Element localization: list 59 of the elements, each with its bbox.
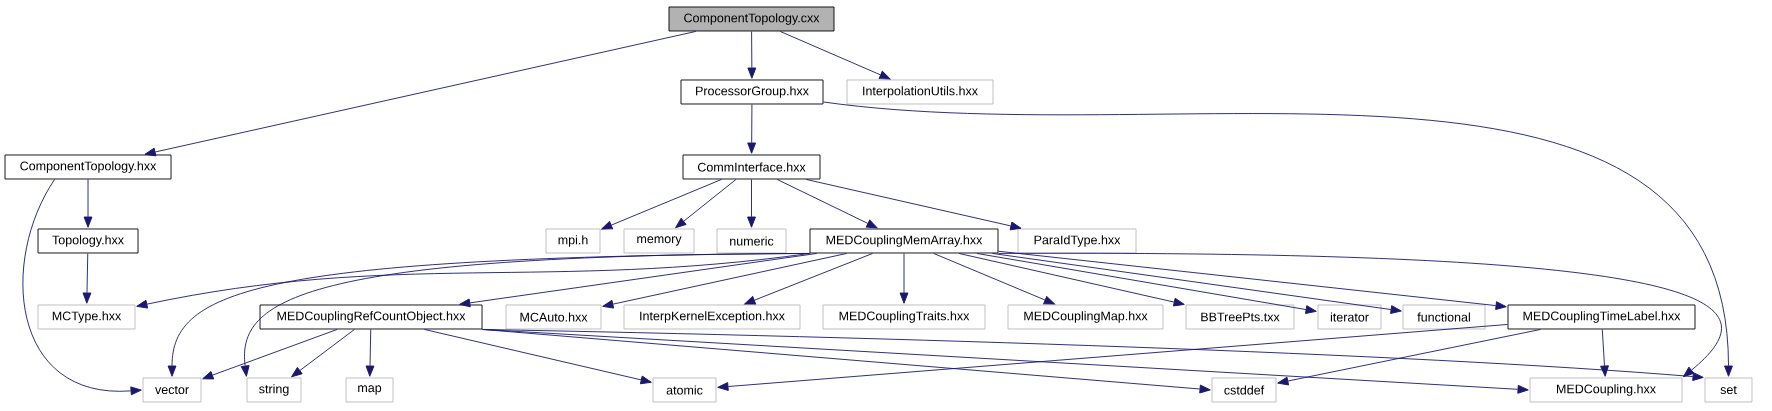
file-box: MEDCouplingRefCountObject.hxx: [259, 304, 483, 330]
arrow: [202, 329, 338, 380]
arrow: [823, 101, 1733, 377]
arrow: [1600, 329, 1609, 377]
arrow: [976, 253, 1317, 314]
arrow: [83, 179, 93, 228]
file-box: functional: [1402, 304, 1486, 330]
arrow: [144, 31, 697, 157]
file-box: ParaIdType.hxx: [1017, 228, 1137, 254]
arrow: [747, 179, 756, 228]
arrow: [933, 253, 1056, 305]
file-box: Topology.hxx: [37, 228, 139, 254]
file-box: vector: [142, 377, 202, 403]
file-box: InterpKernelException.hxx: [623, 304, 801, 330]
file-box: atomic: [652, 377, 717, 403]
arrow: [22, 179, 142, 396]
file-box: MCAuto.hxx: [505, 304, 602, 330]
file-box: cstddef: [1211, 377, 1277, 403]
arrow: [482, 329, 1704, 381]
arrow: [365, 329, 375, 377]
file-box: map: [345, 377, 394, 403]
file-box: MEDCoupling.hxx: [1529, 377, 1683, 403]
arrow: [779, 31, 891, 80]
arrow: [998, 250, 1507, 310]
file-box: string: [246, 377, 302, 403]
arrow: [958, 253, 1185, 307]
arrow: [602, 253, 848, 309]
file-box: InterpolationUtils.hxx: [846, 79, 994, 105]
file-box: memory: [623, 228, 695, 254]
arrow: [998, 253, 1721, 378]
file-box: MEDCouplingMemArray.hxx: [809, 228, 999, 254]
arrow: [744, 253, 873, 305]
arrow: [747, 31, 757, 79]
file-box: set: [1704, 377, 1753, 403]
arrow: [717, 324, 1508, 391]
arrow: [991, 253, 1402, 314]
file-box: MEDCouplingTimeLabel.hxx: [1507, 304, 1696, 330]
file-box: ProcessorGroup.hxx: [680, 79, 824, 105]
file-box: mpi.h: [545, 228, 601, 254]
arrow: [747, 104, 757, 154]
arrow: [776, 179, 878, 229]
file-box: numeric: [716, 228, 787, 254]
arrow: [424, 329, 652, 385]
arrow: [459, 253, 818, 308]
arrow: [675, 179, 737, 229]
arrow: [82, 253, 92, 304]
file-box: ComponentTopology.cxx: [668, 6, 835, 32]
file-box: BBTreePts.txx: [1185, 304, 1295, 330]
arrow: [291, 329, 355, 378]
arrow: [899, 253, 909, 304]
arrow: [1277, 329, 1541, 386]
file-box: MEDCouplingMap.hxx: [1007, 304, 1164, 330]
file-box: CommInterface.hxx: [682, 154, 821, 180]
file-box: iterator: [1317, 304, 1382, 330]
arrow: [601, 179, 722, 230]
arrow: [805, 179, 1022, 231]
file-box: ComponentTopology.hxx: [4, 154, 172, 180]
file-box: MCType.hxx: [37, 304, 136, 330]
file-box: MEDCouplingTraits.hxx: [822, 304, 986, 330]
